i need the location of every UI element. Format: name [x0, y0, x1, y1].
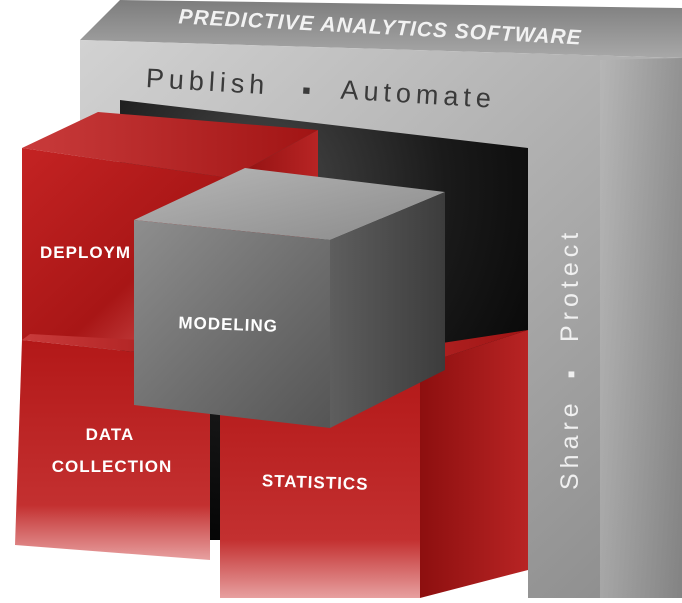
cube-data-collection-label-line1: DATA: [86, 425, 135, 444]
frame-side-top-word: Protect: [556, 228, 584, 342]
frame-right-shade: [600, 58, 682, 598]
cube-modeling-front: [134, 220, 330, 428]
cube-modeling-top: [134, 168, 445, 240]
frame-top-separator: ■: [302, 82, 311, 97]
cube-deployment-label: DEPLOYM: [40, 243, 131, 262]
cube-data-collection-label-line2: COLLECTION: [52, 457, 173, 476]
cube-statistics-label: STATISTICS: [262, 471, 369, 494]
cube-modeling-label: MODELING: [178, 313, 278, 335]
frame-side-band: Share ■ Protect: [556, 228, 584, 490]
cube-modeling-side: [330, 192, 445, 428]
cube-statistics-front: [220, 365, 420, 598]
cube-modeling: MODELING: [134, 168, 445, 428]
cube-statistics-side: [420, 330, 528, 598]
frame-top-left-word: Publish: [145, 63, 270, 100]
frame-side-bottom-word: Share: [556, 398, 584, 490]
frame-top-face: [80, 0, 682, 58]
frame-side-separator: ■: [564, 371, 578, 378]
cube-deployment-top: [22, 112, 318, 178]
